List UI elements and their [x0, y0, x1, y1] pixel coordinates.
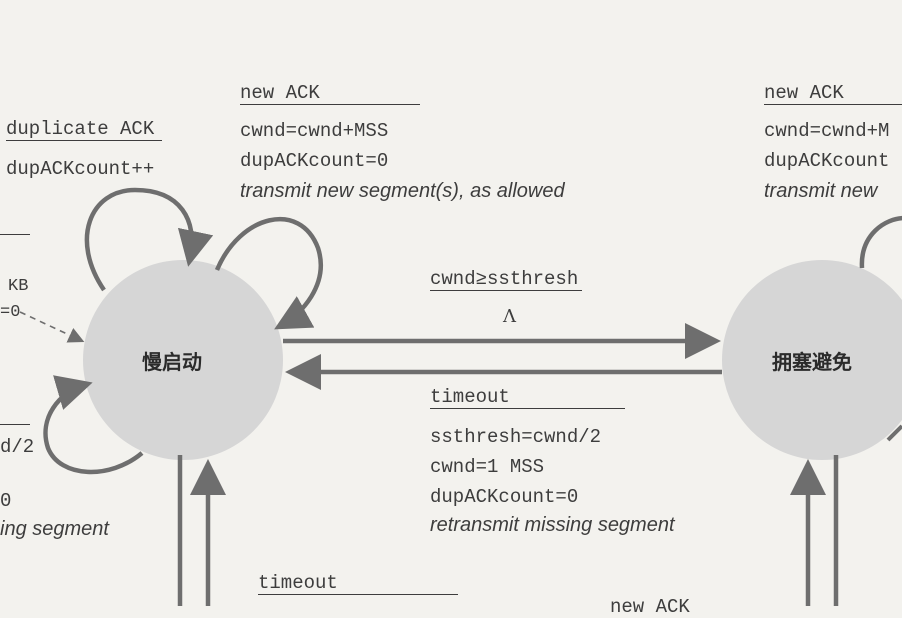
new-ack-self-loop — [214, 216, 323, 330]
left-timeout-fragment-a: d/2 — [0, 436, 35, 458]
left-timeout-note-fragment: ing segment — [0, 518, 109, 540]
ca-to-ss-note: retransmit missing segment — [430, 514, 675, 536]
congestion-avoidance-state — [722, 260, 902, 460]
bottom-new-ack-event: new ACK — [610, 596, 690, 618]
left-initial-fragment-a: KB — [8, 277, 29, 296]
left-initial-underline — [0, 234, 30, 235]
ca-to-ss-action-3: dupACKcount=0 — [430, 486, 579, 508]
ca-new-ack-self-loop — [859, 215, 902, 269]
ca-new-ack-event: new ACK — [764, 82, 902, 105]
duplicate-ack-self-loop — [84, 187, 214, 292]
ca-to-ss-action-2: cwnd=1 MSS — [430, 456, 545, 478]
ss-new-ack-action-1: cwnd=cwnd+MSS — [240, 120, 389, 142]
ca-new-ack-action-2: dupACKcount — [764, 150, 890, 172]
congestion-avoidance-label: 拥塞避免 — [772, 350, 852, 374]
ss-new-ack-event: new ACK — [240, 82, 420, 105]
ca-right-arrow-tip — [886, 424, 902, 442]
timeout-self-loop — [43, 375, 144, 475]
ss-to-ca-action: Λ — [503, 306, 516, 327]
ca-new-ack-note: transmit new — [764, 180, 878, 202]
bottom-timeout-event: timeout — [258, 572, 458, 595]
duplicate-ack-event: duplicate ACK — [6, 118, 163, 141]
ss-new-ack-action-2: dupACKcount=0 — [240, 150, 389, 172]
ss-to-ca-condition: cwnd≥ssthresh — [430, 268, 583, 291]
slow-start-state — [83, 260, 283, 460]
ca-new-ack-action-1: cwnd=cwnd+M — [764, 120, 890, 142]
left-initial-fragment-b: =0 — [0, 303, 21, 322]
left-timeout-underline — [0, 424, 30, 425]
dupackcount-increment-action: dupACKcount++ — [6, 158, 155, 180]
ss-new-ack-note: transmit new segment(s), as allowed — [240, 180, 565, 202]
ca-to-ss-action-1: ssthresh=cwnd/2 — [430, 426, 602, 448]
initial-dashed-arrow — [19, 311, 85, 343]
left-timeout-fragment-b: 0 — [0, 490, 12, 512]
slow-start-label: 慢启动 — [142, 350, 202, 374]
ca-to-ss-event: timeout — [430, 386, 625, 409]
